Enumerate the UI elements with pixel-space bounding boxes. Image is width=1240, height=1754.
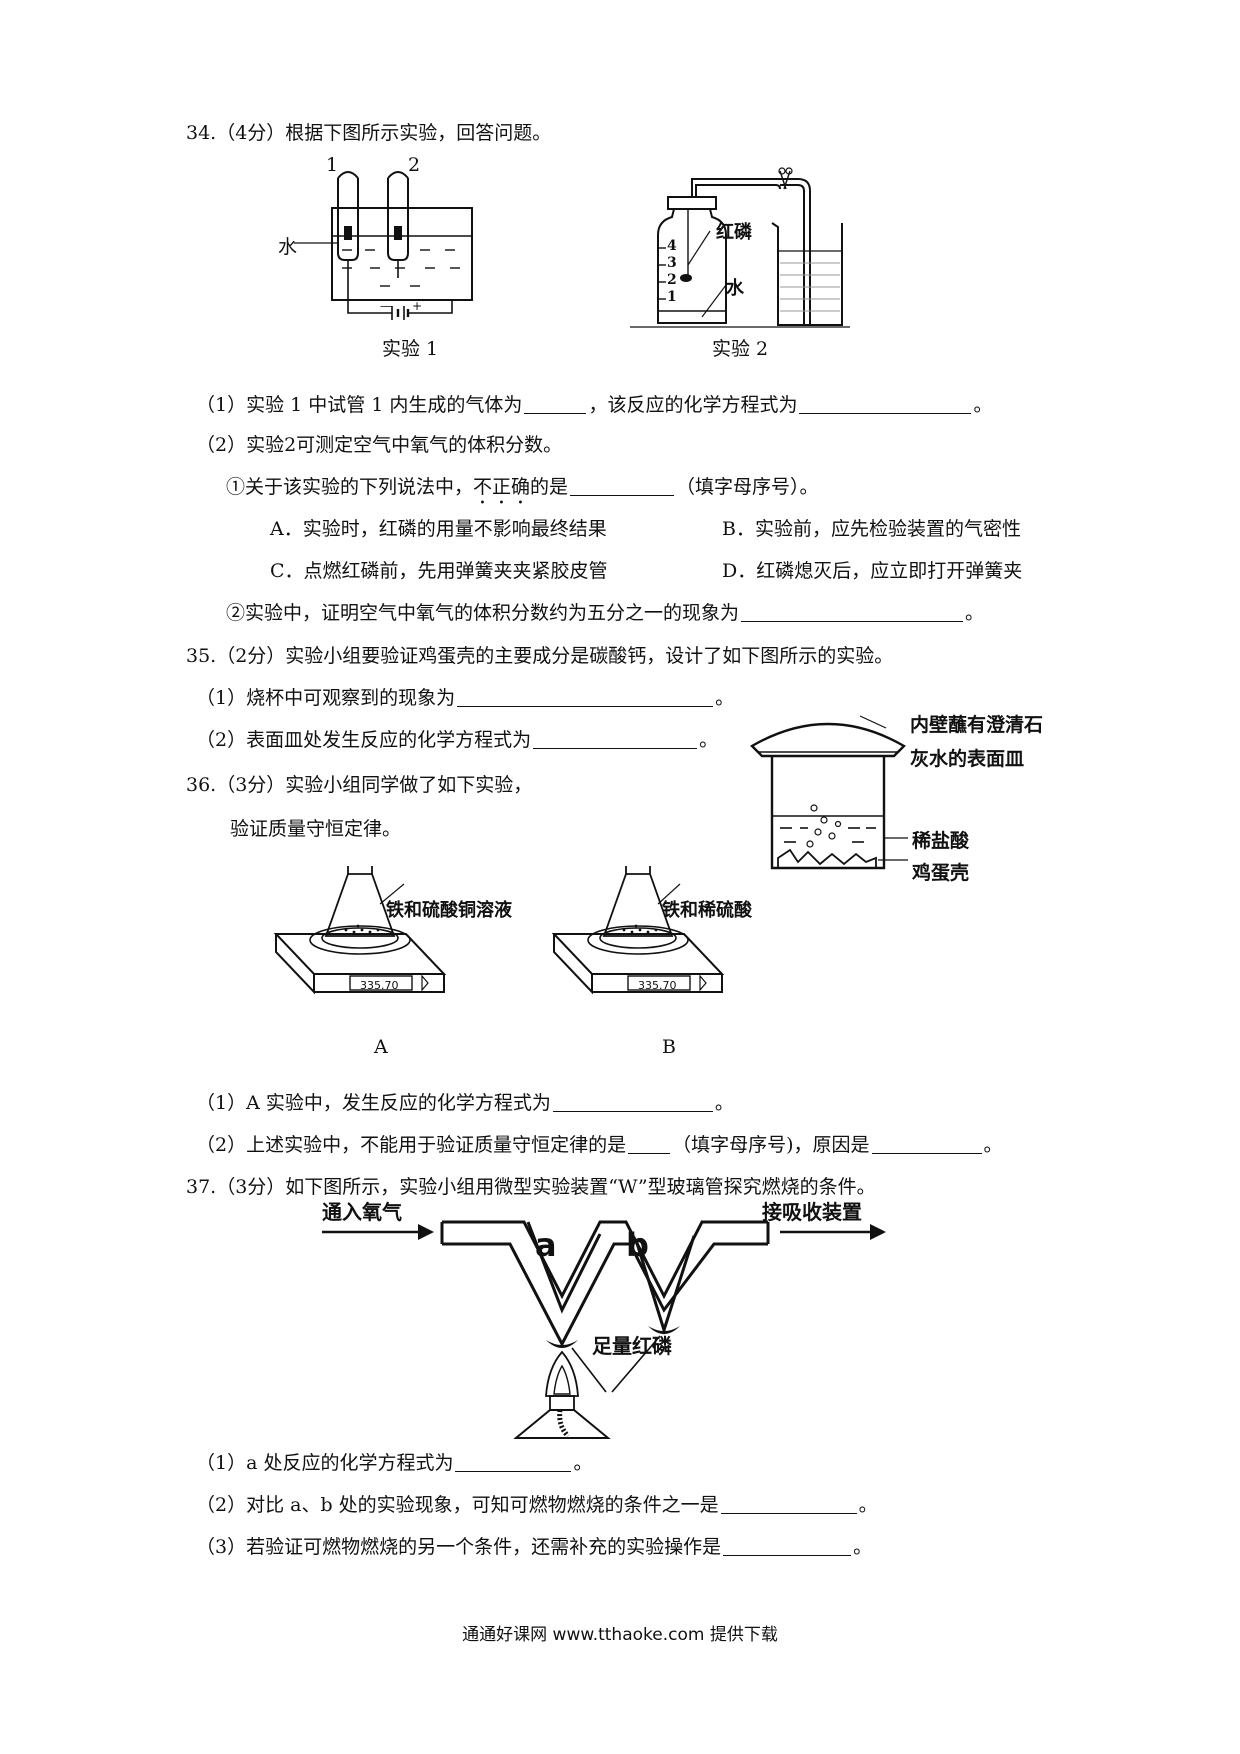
- q37-outlet-label: 接吸收装置: [762, 1200, 862, 1224]
- q36-balance-a-reading: 335.70: [360, 979, 399, 992]
- exp2-caption: 实验 2: [712, 338, 769, 360]
- q35-part1: （1）烧杯中可观察到的现象为 。: [196, 685, 734, 711]
- svg-text:+: +: [412, 299, 422, 313]
- q34-part2-1-text-b: 的是: [530, 476, 569, 498]
- page-footer: 通通好课网 www.tthaoke.com 提供下载: [462, 1625, 778, 1645]
- q36-balance-a: [273, 866, 447, 995]
- exp2-mark-1: 1: [667, 289, 677, 305]
- q35-label-eggshell: 鸡蛋壳: [912, 862, 970, 884]
- q36-stem-2: 验证质量守恒定律。: [230, 818, 402, 840]
- q36-caption-b: B: [662, 1036, 676, 1058]
- q34-blank-phenomenon[interactable]: [741, 602, 964, 622]
- q36-part2-end: 。: [983, 1134, 1003, 1156]
- q37-blank-equation[interactable]: [455, 1452, 572, 1472]
- q34-option-b: B．实验前，应先检验装置的气密性: [722, 518, 1021, 540]
- q34-blank-equation1[interactable]: [799, 394, 972, 414]
- q35-part2-end: 。: [699, 729, 719, 751]
- q37-w-tube-figure: [322, 1220, 886, 1439]
- q35-part2: （2）表面皿处发生反应的化学方程式为 。: [196, 727, 718, 753]
- q35-stem: 35.（2分）实验小组要验证鸡蛋壳的主要成分是碳酸钙，设计了如下图所示的实验。: [186, 645, 894, 667]
- q37-blank-operation[interactable]: [723, 1536, 852, 1556]
- q36-figure-b-label: 铁和稀硫酸: [662, 900, 752, 921]
- exp1-figure: — +: [294, 171, 473, 320]
- q37-stem: 37.（3分）如下图所示，实验小组用微型实验装置“W”型玻璃管探究燃烧的条件。: [186, 1176, 876, 1198]
- q37-part2-text: （2）对比 a、b 处的实验现象，可知可燃物燃烧的条件之一是: [196, 1494, 719, 1516]
- q36-figure-a-label: 铁和硫酸铜溶液: [386, 900, 512, 921]
- q34-part2-2: ②实验中，证明空气中氧气的体积分数约为五分之一的现象为 。: [226, 600, 984, 626]
- q36-balance-b: [551, 866, 725, 995]
- exp1-caption: 实验 1: [382, 338, 439, 360]
- exp2-red-phosphorus-label: 红磷: [716, 222, 752, 243]
- q34-part1: （1）实验 1 中试管 1 内生成的气体为 ，该反应的化学方程式为 。: [196, 392, 992, 418]
- q35-part1-end: 。: [715, 687, 735, 709]
- q34-part1-text-a: （1）实验 1 中试管 1 内生成的气体为: [196, 394, 523, 416]
- q36-blank-equation[interactable]: [552, 1092, 713, 1112]
- exp1-tube2-label: 2: [408, 154, 421, 176]
- q37-part3-text: （3）若验证可燃物燃烧的另一个条件，还需补充的实验操作是: [196, 1536, 722, 1558]
- q37-part2-end: 。: [858, 1494, 878, 1516]
- q34-emphasis-incorrect: 不正确: [473, 476, 531, 498]
- q36-caption-a: A: [374, 1036, 388, 1058]
- q34-part1-text-b: ，该反应的化学方程式为: [588, 394, 798, 416]
- q37-part3-end: 。: [853, 1536, 873, 1558]
- q37-part1-end: 。: [573, 1452, 593, 1474]
- q36-blank-reason[interactable]: [871, 1134, 982, 1154]
- exp1-water-label: 水: [278, 236, 298, 258]
- exp2-mark-3: 3: [667, 255, 677, 271]
- q34-part2-1-text-c: （填字母序号）。: [676, 476, 819, 498]
- exp2-water-label: 水: [726, 278, 744, 299]
- q35-part2-text: （2）表面皿处发生反应的化学方程式为: [196, 729, 532, 751]
- q37-part1-text: （1）a 处反应的化学方程式为: [196, 1452, 454, 1474]
- q35-label-watch-glass-1: 内壁蘸有澄清石: [910, 714, 1044, 736]
- q36-stem-1: 36.（3分）实验小组同学做了如下实验，: [186, 774, 533, 796]
- q35-label-watch-glass-2: 灰水的表面皿: [910, 748, 1025, 770]
- q34-stem: 34.（4分）根据下图所示实验，回答问题。: [186, 122, 552, 144]
- q34-option-d: D．红磷熄灭后，应立即打开弹簧夹: [722, 560, 1023, 582]
- exp2-figure: [630, 167, 850, 328]
- q35-figure: [750, 715, 908, 870]
- q35-blank-phenomenon[interactable]: [457, 687, 714, 707]
- q37-red-phosphorus-label: 足量红磷: [592, 1334, 672, 1358]
- q34-option-a: A．实验时，红磷的用量不影响最终结果: [270, 518, 607, 540]
- q36-blank-choice[interactable]: [628, 1134, 671, 1154]
- exp2-mark-4: 4: [667, 238, 677, 254]
- q34-blank-choice[interactable]: [570, 476, 675, 496]
- q37-blank-condition[interactable]: [720, 1494, 857, 1514]
- q34-part2-2-text: ②实验中，证明空气中氧气的体积分数约为五分之一的现象为: [226, 602, 740, 624]
- q36-part2-text-b: （填字母序号)，原因是: [672, 1134, 870, 1156]
- q34-part1-end: 。: [973, 394, 993, 416]
- svg-text:—: —: [380, 299, 392, 313]
- q34-part2-1: ①关于该实验的下列说法中，不正确的是 （填字母序号）。: [226, 474, 819, 509]
- q37-part1: （1）a 处反应的化学方程式为 。: [196, 1450, 592, 1476]
- q34-part2-1-text-a: ①关于该实验的下列说法中，: [226, 476, 474, 498]
- q34-part2: （2）实验2可测定空气中氧气的体积分数。: [196, 434, 563, 456]
- q36-part1: （1）A 实验中，发生反应的化学方程式为 。: [196, 1090, 734, 1116]
- q36-part2: （2）上述实验中，不能用于验证质量守恒定律的是 （填字母序号)，原因是 。: [196, 1132, 1003, 1158]
- q37-label-b: b: [626, 1226, 649, 1264]
- q37-label-a: a: [535, 1226, 557, 1264]
- q36-part1-text: （1）A 实验中，发生反应的化学方程式为: [196, 1092, 551, 1114]
- q35-label-acid: 稀盐酸: [912, 830, 970, 852]
- q36-part1-end: 。: [714, 1092, 734, 1114]
- q34-option-c: C．点燃红磷前，先用弹簧夹夹紧胶皮管: [270, 560, 608, 582]
- exp1-tube1-label: 1: [326, 154, 339, 176]
- q37-inlet-label: 通入氧气: [322, 1200, 402, 1224]
- q34-part2-2-end: 。: [965, 602, 985, 624]
- q36-balance-b-reading: 335.70: [638, 979, 677, 992]
- q34-blank-gas[interactable]: [524, 394, 587, 414]
- q37-part3: （3）若验证可燃物燃烧的另一个条件，还需补充的实验操作是 。: [196, 1534, 872, 1560]
- q35-blank-equation[interactable]: [533, 729, 698, 749]
- q35-part1-text: （1）烧杯中可观察到的现象为: [196, 687, 456, 709]
- q36-part2-text-a: （2）上述实验中，不能用于验证质量守恒定律的是: [196, 1134, 627, 1156]
- exp2-mark-2: 2: [667, 272, 677, 288]
- q37-part2: （2）对比 a、b 处的实验现象，可知可燃物燃烧的条件之一是 。: [196, 1492, 878, 1518]
